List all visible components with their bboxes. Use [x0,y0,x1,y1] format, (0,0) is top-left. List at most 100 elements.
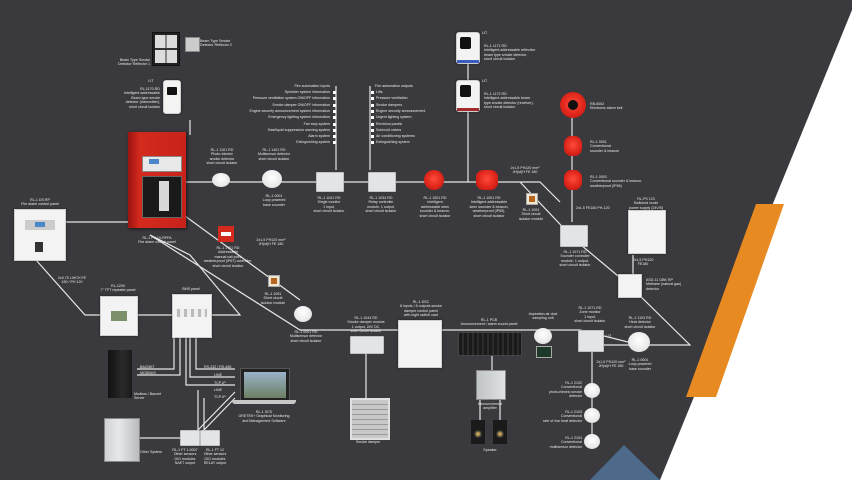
io-module-1 [180,430,200,446]
fire-output-item: Pressure ventilation [376,96,408,101]
isolator-module-2 [268,275,280,287]
beam-transmitter-tag: LIT [148,79,154,83]
damper-panel-label: RL-1 DSC 8 inputs / 8 outputs smoke damp… [400,300,442,318]
multisensor-label: RL-1 1401 RD Multisensor detector short … [257,148,291,161]
fire-output-arrow-icon [371,109,374,113]
fire-input-arrow-icon [333,91,336,94]
conventional-multisensor-detector [584,434,600,449]
smoke-damper-module [350,336,384,354]
wire-bms-tcp1 [185,336,235,386]
fire-input-arrow-icon [333,122,336,126]
cable-spec-bell: 2x1.5 FE180 PH-120 [576,206,610,210]
beam-reflector-large [152,32,180,66]
fire-inputs-title: Fire automation inputs [294,84,330,88]
fire-output-item: Extinguishing system [376,140,410,145]
io-module-2 [200,430,220,446]
protocol-modbus: MODBUS [140,371,156,375]
wire-bms-bacnet [137,336,175,370]
modbus-bacnet-server [108,350,132,398]
methane-detector-label: ASD-11 GBK RP Methane (natural gas) dete… [646,278,682,291]
fire-input-arrow-icon [333,135,336,139]
smoke-damper-control-panel [398,320,442,368]
methane-gas-detector [618,274,642,298]
other-system-label: Other System [140,450,162,454]
sub-fire-alarm-control-panel [14,209,66,261]
speaker-label: Speaker [483,448,497,452]
conventional-sounder-ip65-label: RL-1 0003 Conventional sounder & beacon,… [590,175,643,188]
reflective-beam-detector-2 [456,80,480,112]
isolator-module-2-label: RL-1 1091 Short circuit isolator module [260,292,286,305]
beam-reflector-small [185,37,200,52]
fire-output-arrow-icon [371,103,374,107]
zone-module-label: RL-1 1071 RD Zone monitor 1 input, short… [574,306,606,324]
bms-panel-label: BMS panel [182,287,200,291]
amplifier-label: Announcement amplifier [477,402,503,411]
multisensor-sub-label: RL-1 0001 Loop powered base sounder [262,194,286,207]
software-label: RL-1 SCS GRETEK+ Graphical Monitoring an… [238,410,290,423]
alarm-bell-label: RB-6002 Electronic alarm bell [590,102,623,111]
fire-input-arrow-icon [333,116,336,120]
fire-outputs-title: Fire automation outputs [375,84,413,88]
fire-input-item: Fan stop system [303,121,330,126]
beam-transmitter-label: RL-1170-RD Intelligent addressable Beam … [124,87,160,109]
fire-input-arrow-icon [333,141,336,145]
speaker-left [471,420,485,444]
conv-multi-label: RL-1 2104 Conventional multisensor detec… [549,436,582,449]
photo-electric-smoke-detector [212,173,230,187]
fire-input-item: Engine security announcement system info… [249,108,330,113]
other-system-cabinet [104,418,140,462]
fire-input-item: Alarm system [308,134,330,139]
announcement-amplifier [476,370,506,400]
fire-input-item: Gas/liquid suppression warning system [267,127,330,132]
io-module-2-label: RL-1 FT 12 Other sensors DIO modules REL… [203,448,227,466]
relay-module-label: RL-1 1034 RD Relay controller module, 1 … [365,196,397,214]
sounder-controller-module [560,225,588,247]
siren-sounder-1-label: RL-1 1001 RD Intelligent addressable sir… [419,196,451,218]
fire-input-arrow-icon [333,109,336,113]
isolator-module-label: RL-1 1091 Short circuit isolator module [518,208,544,221]
tft-repeater-panel [100,296,138,336]
fire-output-arrow-icon [371,122,374,126]
aspiration-sampling-base [536,346,552,358]
multisensor-detector [262,170,282,188]
conv-heat-label: RL-1 2103 Conventional rate of rise heat… [543,410,582,423]
protocol-tcp-2: TCP-IP [214,395,226,399]
fire-input-item: Sprinkler system information [284,90,330,94]
fire-input-item: Extinguishing system [296,140,330,145]
reflective-beam-1-label: RL-1 1171 RD Intelligent addressable ref… [484,44,536,62]
protocol-rs: RS-232 / RS-485 [204,365,232,369]
cable-spec-3: 2x1,5 PH120 mm² JH(st)H FE 180 [256,238,286,247]
heat-detector-sub-label: RL-1 0001 Loop powered base sounder [628,358,652,371]
fire-input-item: Emergency lighting system information [268,115,330,120]
aspiration-sampling-unit [534,328,552,344]
reflective-beam-detector-1 [456,32,480,64]
fire-output-item: Urgent lighting system [376,115,412,120]
short-circuit-isolator-module [526,193,538,205]
wire-repeater [35,259,100,316]
conv-photo-label: RL-1 2102 Conventional photo-electric sm… [548,381,582,399]
fire-output-item: Lifts [376,90,383,94]
beam-transmitter [163,80,181,114]
conventional-photo-detector [584,383,600,398]
fire-input-arrow-icon [333,97,336,101]
fire-input-item: Smoke damper ON/OFF information [272,102,330,107]
input-monitor-module [316,172,344,192]
fire-output-item: Electrical panels [376,121,403,126]
protocol-line-2: LINE [214,388,222,392]
cable-spec-2: 2x1,5 PH120 mm² JH(st)H FE 180 [510,166,540,175]
wire-bms-rs [195,336,235,370]
siren-sounder-2-label: RL-1 1001 RD Intelligent addressable sir… [469,196,509,218]
fire-output-item: Smoke dampers [376,102,403,107]
conv-cable-label: 2x1,5 PH120 mm² JH(st)H FE 180 [596,360,626,369]
relay-controller-module [368,172,396,192]
sounder-controller-label: RL-1 1071 RD Sounder controller module, … [559,250,591,268]
fire-output-arrow-icon [371,141,374,145]
fire-input-arrow-icon [333,128,336,132]
orange-accent-stripe [686,204,784,397]
smoke-damper [350,398,390,440]
fire-output-arrow-icon [371,128,374,132]
switched-mode-power-supply [628,210,666,254]
fire-input-item: Pressure ventilation system ON/OFF infor… [252,96,330,101]
server-label: Modbus / Bacnet Server [134,392,161,401]
